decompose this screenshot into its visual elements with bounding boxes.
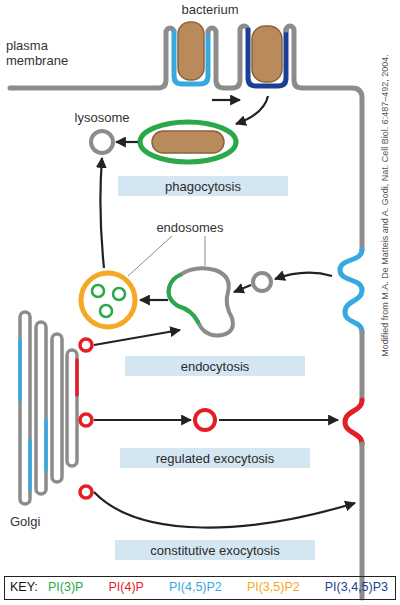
early-endosome [169, 268, 233, 335]
legend-text: PI(4)P [109, 580, 144, 594]
golgi-bud [80, 414, 92, 426]
legend-text: PI(3,4,5)P3 [325, 580, 388, 594]
golgi-bud [80, 339, 92, 351]
process-name: regulated exocytosis [156, 451, 275, 466]
legend-text: PI(4,5)P2 [169, 580, 222, 594]
part-label: endosomes [145, 220, 235, 235]
transport-arrow [140, 299, 168, 301]
endosome-domain [169, 275, 198, 322]
legend-heading: KEY: [10, 580, 46, 595]
golgi-domain [44, 420, 48, 470]
secretory-vesicle [195, 410, 215, 430]
part-label: Golgi [10, 514, 60, 529]
golgi-cisterna [52, 334, 62, 482]
leader-line [205, 236, 206, 266]
golgi-bud [80, 486, 92, 498]
process-name: phagocytosis [165, 179, 241, 194]
multivesicular-body [81, 273, 135, 327]
bacterium-shape [178, 22, 204, 80]
legend-color-sample: PI(3,4,5)P3 [325, 580, 388, 595]
transport-arrow [94, 330, 180, 345]
golgi-domain [75, 360, 79, 395]
plasma-membrane [360, 444, 365, 598]
plasma-membrane [286, 26, 362, 250]
transport-arrow [116, 141, 138, 143]
legend-color-sample: PI(4,5)P2 [169, 580, 222, 595]
golgi-domain [28, 440, 32, 490]
part-label: bacterium [170, 2, 250, 17]
golgi-cisterna [36, 322, 46, 494]
transport-arrow [94, 419, 191, 421]
lysosome-shape [91, 131, 113, 153]
internal-vesicle [113, 288, 125, 300]
phagosome [140, 122, 236, 162]
plasma-membrane [360, 332, 365, 400]
process-name: endocytosis [181, 359, 250, 374]
transport-arrow [236, 96, 268, 124]
leader-line [128, 236, 172, 276]
golgi-cisterna [20, 312, 30, 504]
legend-color-sample: PI(3)P [48, 580, 83, 595]
transport-arrow [100, 158, 104, 268]
transport-arrow [219, 419, 338, 421]
legend: PI(3)P PI(4)P PI(4,5)P2 PI(3,5)P2 PI(3,4,5)P… [48, 580, 388, 595]
plasma-membrane [208, 26, 248, 88]
golgi-cisterna [67, 350, 77, 466]
endocytic-vesicle [253, 273, 271, 291]
process-name: constitutive exocytosis [150, 543, 279, 558]
legend-text: PI(3)P [48, 580, 83, 594]
process-band: endocytosis [125, 356, 305, 376]
legend-color-sample: PI(3,5)P2 [247, 580, 300, 595]
golgi-domain [18, 340, 22, 400]
fusion-site [345, 400, 362, 444]
source-credit: Modified from M.A. De Matteis and A. God… [380, 16, 391, 396]
transport-arrow [94, 492, 355, 528]
process-band: phagocytosis [118, 176, 288, 196]
membrane-invagination [340, 250, 362, 332]
part-label: plasma membrane [6, 38, 76, 68]
legend-color-sample: PI(4)P [109, 580, 144, 595]
part-label: lysosome [65, 110, 139, 125]
legend-text: PI(3,5)P2 [247, 580, 300, 594]
transport-arrow [212, 99, 240, 101]
bacterium-shape [252, 26, 282, 82]
process-band: regulated exocytosis [120, 448, 310, 468]
internal-vesicle [100, 305, 112, 317]
bacterium-shape [152, 131, 224, 153]
internal-vesicle [92, 285, 104, 297]
process-band: constitutive exocytosis [115, 540, 315, 560]
transport-arrow [275, 273, 332, 279]
transport-arrow [234, 285, 251, 292]
